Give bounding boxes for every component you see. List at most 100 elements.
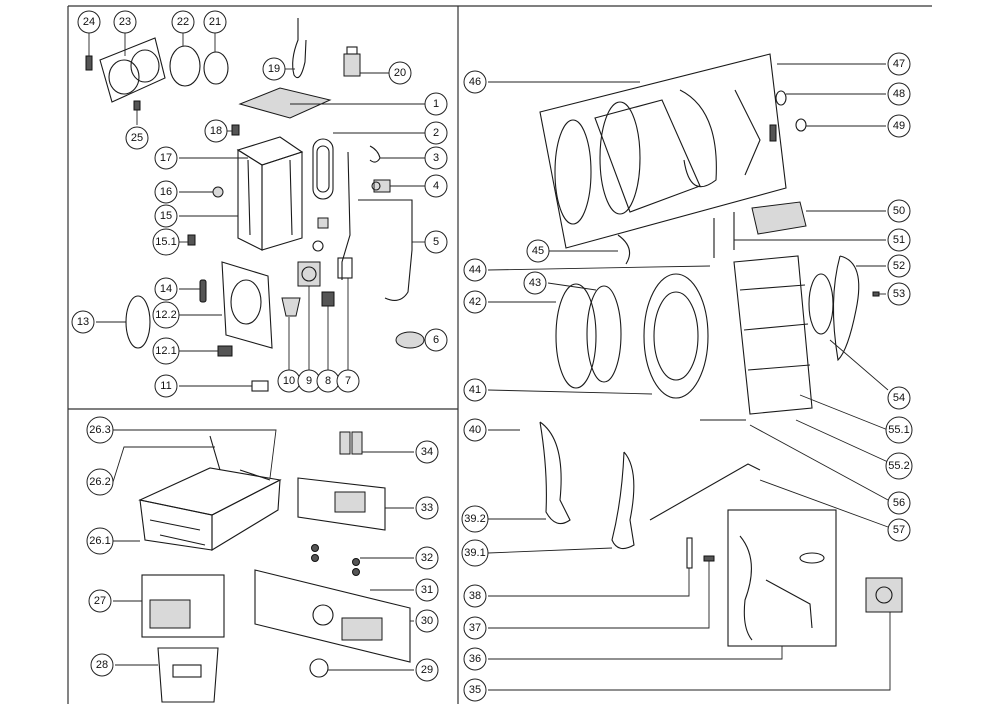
part-26-dispenser xyxy=(138,435,282,551)
part-3-hose xyxy=(369,145,381,163)
part-5-hose xyxy=(341,151,413,301)
callout-number: 53 xyxy=(893,288,905,300)
callout-44: 44 xyxy=(463,258,487,282)
callout-circle xyxy=(526,239,550,263)
part-41-tub-front xyxy=(643,273,709,399)
callout-circle xyxy=(885,416,913,444)
callout-circle xyxy=(887,82,911,106)
callout-circle xyxy=(424,174,448,198)
callout-circle xyxy=(88,589,112,613)
callout-circle xyxy=(887,491,911,515)
callout-number: 38 xyxy=(469,590,481,602)
part-15-1-foot xyxy=(187,234,196,246)
callout-number: 56 xyxy=(893,497,905,509)
callout-number: 11 xyxy=(160,380,171,392)
callout-circle xyxy=(415,496,439,520)
callout-20: 20 xyxy=(388,61,412,85)
callout-48: 48 xyxy=(887,82,911,106)
callout-circle xyxy=(463,258,487,282)
callout-57: 57 xyxy=(887,518,911,542)
part-22-ring xyxy=(169,45,201,87)
callout-13: 13 xyxy=(71,310,95,334)
callout-circle xyxy=(154,146,178,170)
callout-circle xyxy=(152,301,180,329)
callout-9: 9 xyxy=(297,369,321,393)
callout-10: 10 xyxy=(277,369,301,393)
callout-1: 1 xyxy=(424,92,448,116)
callout-circle xyxy=(152,228,180,256)
callout-number: 55.2 xyxy=(888,460,909,472)
callout-circle xyxy=(424,230,448,254)
callout-number: 12.2 xyxy=(155,309,176,321)
callout-circle xyxy=(336,369,360,393)
part-21-glass xyxy=(203,51,229,85)
callout-number: 46 xyxy=(469,76,481,88)
callout-circle xyxy=(125,126,149,150)
callout-circle xyxy=(463,290,487,314)
callout-number: 24 xyxy=(83,16,95,28)
callout-36: 36 xyxy=(463,647,487,671)
callout-circle xyxy=(887,518,911,542)
callout-number: 52 xyxy=(893,260,905,272)
callout-number: 40 xyxy=(469,424,481,436)
part-29-knob xyxy=(309,658,329,678)
callout-number: 54 xyxy=(893,392,905,404)
part-17-cabinet xyxy=(236,136,304,251)
callout-number: 3 xyxy=(433,152,439,164)
callout-29: 29 xyxy=(415,658,439,682)
callout-circle xyxy=(415,658,439,682)
callout-28: 28 xyxy=(90,653,114,677)
callout-52: 52 xyxy=(887,254,911,278)
callout-12-2: 12.2 xyxy=(152,301,180,329)
callout-circle xyxy=(463,70,487,94)
callout-number: 7 xyxy=(345,375,351,387)
part-23-door-frame xyxy=(99,37,166,103)
callout-number: 33 xyxy=(421,502,433,514)
callout-circle xyxy=(113,10,137,34)
callout-number: 5 xyxy=(433,236,439,248)
part-14-handle xyxy=(199,279,207,303)
callout-number: 30 xyxy=(421,615,433,627)
part-37-pin xyxy=(703,555,715,562)
part-6-clamp xyxy=(395,331,425,349)
callout-circle xyxy=(887,386,911,410)
part-34-switches xyxy=(339,431,363,455)
callout-21: 21 xyxy=(203,10,227,34)
callout-30: 30 xyxy=(415,609,439,633)
callout-5: 5 xyxy=(424,230,448,254)
callout-number: 22 xyxy=(177,16,189,28)
callout-circle xyxy=(885,452,913,480)
callout-circle xyxy=(463,647,487,671)
callout-circle xyxy=(388,61,412,85)
callout-number: 51 xyxy=(893,234,905,246)
callout-circle xyxy=(463,418,487,442)
callout-55-2: 55.2 xyxy=(885,452,913,480)
part-56-57-wiring xyxy=(649,419,761,521)
callout-number: 36 xyxy=(469,653,481,665)
callout-11: 11 xyxy=(154,374,178,398)
callout-40: 40 xyxy=(463,418,487,442)
callout-number: 37 xyxy=(469,622,481,634)
callout-7: 7 xyxy=(336,369,360,393)
callout-number: 45 xyxy=(532,245,544,257)
callout-45: 45 xyxy=(526,239,550,263)
callout-number: 12.1 xyxy=(155,345,176,357)
callout-number: 48 xyxy=(893,88,905,100)
part-2-seal xyxy=(312,138,334,200)
callout-15-1: 15.1 xyxy=(152,228,180,256)
callout-circle xyxy=(77,10,101,34)
part-13-ring xyxy=(125,295,151,349)
part-52-belt xyxy=(832,255,860,362)
callout-circle xyxy=(415,546,439,570)
callout-number: 50 xyxy=(893,205,905,217)
part-50-weight xyxy=(751,201,807,235)
callout-54: 54 xyxy=(887,386,911,410)
callout-8: 8 xyxy=(316,369,340,393)
callout-27: 27 xyxy=(88,589,112,613)
callout-55-1: 55.1 xyxy=(885,416,913,444)
callout-circle xyxy=(887,254,911,278)
callout-26-1: 26.1 xyxy=(86,527,114,555)
part-27-drawer xyxy=(141,574,225,638)
part-55-1-tub-rear xyxy=(733,255,813,415)
callout-19: 19 xyxy=(262,57,286,81)
